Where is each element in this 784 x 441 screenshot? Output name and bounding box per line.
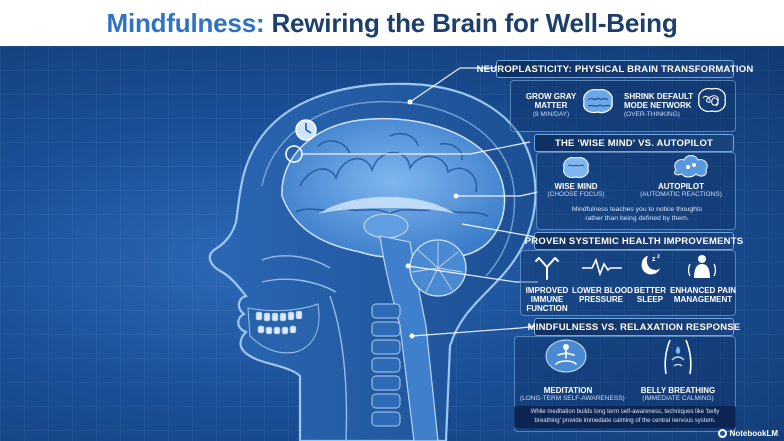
health-item-3-line-2: SLEEP: [636, 295, 664, 304]
title-rest: Rewiring the Brain for Well-Being: [264, 7, 678, 38]
watermark-text: NotebookLM: [729, 429, 778, 438]
title-accent: Mindfulness:: [106, 7, 265, 38]
wise-mind-heading: THE 'WISE MIND' VS. AUTOPILOT: [534, 134, 734, 152]
health-item-3-line-1: BETTER: [634, 286, 666, 295]
neuroplasticity-heading: NEUROPLASTICITY: PHYSICAL BRAIN TRANSFOR…: [477, 60, 753, 78]
wise-mind-label: WISE MIND: [554, 182, 598, 191]
gray-matter-sub: (8 MIN/DAY): [532, 111, 570, 118]
meditation-sub: (LONG-TERM SELF-AWARENESS): [520, 395, 625, 402]
belly-breathing-label: BELLY BREATHING: [640, 386, 716, 395]
relaxation-heading: MINDFULNESS VS. RELAXATION RESPONSE: [528, 318, 740, 336]
dmn-label-1: SHRINK DEFAULT: [624, 92, 694, 101]
gray-matter-label-1: GROW GRAY: [525, 92, 577, 101]
brain-shape: [281, 117, 506, 259]
brain-icon: [563, 157, 589, 178]
dmn-label-2: MODE NETWORK: [624, 101, 692, 110]
gray-matter-label-2: MATTER: [534, 101, 568, 110]
wise-mind-note-1: Mindfulness teaches you to notice though…: [571, 206, 703, 213]
health-item-1-line-2: IMMUNE: [530, 295, 564, 304]
page-title: Mindfulness: Rewiring the Brain for Well…: [106, 8, 677, 39]
relaxation-note-1: While meditation builds long term self-a…: [530, 409, 720, 415]
belly-breathing-sub: (IMMEDIATE CALMING): [642, 395, 714, 402]
health-heading: PROVEN SYSTEMIC HEALTH IMPROVEMENTS: [525, 232, 743, 250]
moon-sleep-icon: z z: [641, 254, 660, 275]
meditation-icon: [545, 339, 587, 373]
neuroplasticity-box: [510, 80, 736, 132]
clock-icon: [295, 119, 317, 141]
svg-text:z: z: [652, 256, 656, 263]
thought-cloud-icon: [673, 155, 708, 178]
brain-icon: [583, 89, 613, 114]
meditation-label: MEDITATION: [543, 386, 593, 395]
wise-mind-note-2: rather than being defined by them.: [585, 215, 689, 222]
health-item-4-line-1: ENHANCED PAIN: [670, 286, 737, 295]
title-bar: Mindfulness: Rewiring the Brain for Well…: [0, 0, 784, 46]
health-item-2-line-1: LOWER BLOOD: [572, 286, 633, 295]
notebooklm-watermark: NotebookLM: [717, 429, 778, 438]
pulse-icon: [582, 257, 622, 277]
health-item-4-line-2: MANAGEMENT: [673, 295, 733, 304]
autopilot-label: AUTOPILOT: [657, 182, 705, 191]
autopilot-sub: (AUTOMATIC REACTIONS): [640, 191, 722, 198]
health-item-1-line-3: FUNCTION: [526, 304, 568, 313]
svg-text:z: z: [657, 254, 660, 260]
belly-breathing-icon: [664, 339, 692, 375]
health-item-1-line-1: IMPROVED: [525, 286, 569, 295]
infographic-stage: NEUROPLASTICITY: PHYSICAL BRAIN TRANSFOR…: [0, 46, 784, 441]
health-item-2-line-2: PRESSURE: [578, 295, 623, 304]
relaxation-note-background: [514, 406, 736, 428]
notebooklm-logo-icon: [717, 429, 727, 438]
tangled-brain-icon: [698, 87, 726, 113]
relaxation-note-2: breathing' provide immediate calming of …: [534, 418, 716, 424]
dmn-sub: (OVER-THINKING): [624, 111, 680, 118]
wise-mind-sub: (CHOOSE FOCUS): [547, 191, 605, 198]
antibody-icon: [535, 257, 559, 280]
body-pain-icon: [688, 255, 716, 278]
